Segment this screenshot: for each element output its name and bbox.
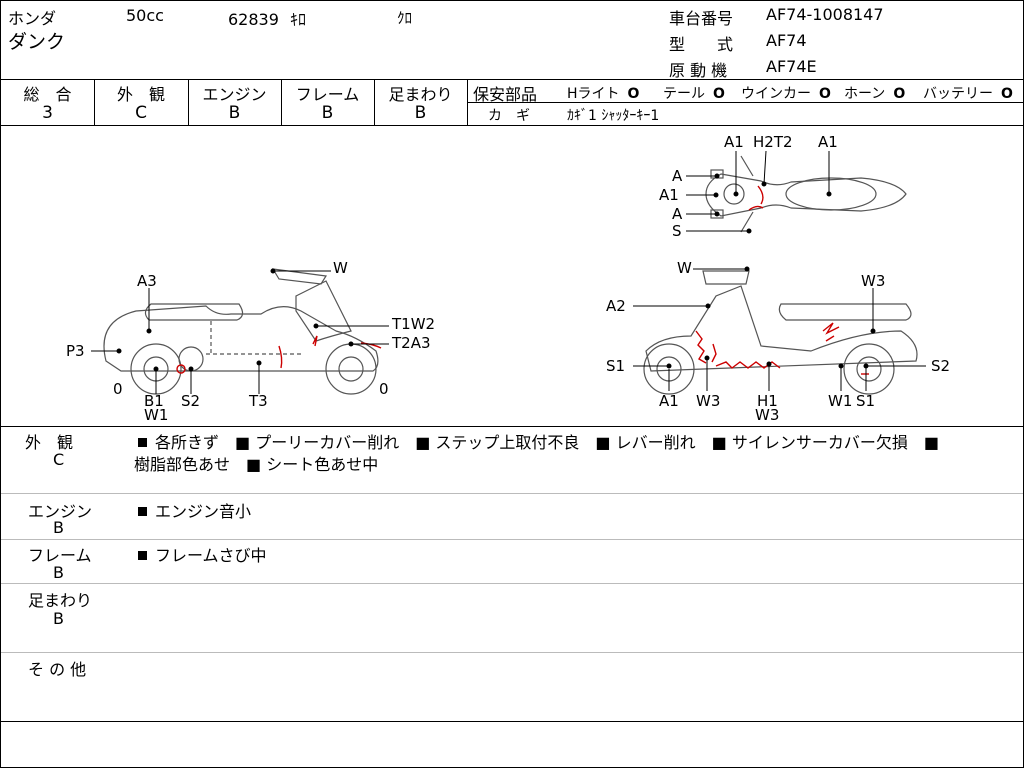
remarks-other-label: そ の 他: [28, 660, 87, 679]
label-left-s2: S2: [181, 392, 200, 410]
remarks-exterior-line2: 樹脂部色あせ ■ シート色あせ中: [134, 455, 379, 474]
label-top-a-lower: A: [672, 205, 683, 223]
overall-grade: 3: [42, 103, 53, 123]
label-top-a1-left: A1: [724, 133, 744, 151]
label-top-h2t2: H2T2: [753, 133, 793, 151]
label-left-p3: P3: [66, 342, 85, 360]
mileage-value: 62839: [228, 10, 279, 29]
remarks-engine-label: エンジン: [28, 502, 93, 521]
engine-code-label: 原 動 機: [669, 61, 728, 80]
frame-grade: B: [321, 103, 334, 123]
label-left-t1w2: T1W2: [391, 315, 435, 333]
label-top-a1-right: A1: [818, 133, 838, 151]
label-right-a1: A1: [659, 392, 679, 410]
divider: [1, 125, 1023, 126]
damage-marks-top: [748, 185, 764, 211]
remarks-exterior-label: 外 観: [25, 433, 74, 452]
label-left-t3: T3: [248, 392, 268, 410]
mileage: 62839 ｷﾛ: [228, 6, 306, 30]
label-left-w: W: [333, 259, 348, 277]
label-right-s2: S2: [931, 357, 950, 375]
remarks-frame-text: フレームさび中: [138, 542, 267, 566]
damage-diagram: W A3 T1W2 T2A3 P3 0 B1 W1 S2 T3 0 A1 H2T…: [66, 133, 950, 424]
remarks-suspension-label: 足まわり: [28, 591, 93, 610]
displacement: 50cc: [126, 6, 164, 25]
model-code: AF74: [766, 31, 807, 50]
remarks-engine-text: エンジン音小: [138, 498, 251, 522]
label-left-a3: A3: [137, 272, 157, 290]
frame-no-label: 車台番号: [669, 9, 734, 28]
scooter-top-outline: [705, 155, 907, 233]
remarks-frame-grade: B: [53, 563, 64, 582]
model-name: ダンク: [8, 31, 66, 53]
label-right-w3-lower: W3: [755, 406, 779, 424]
label-right-w1: W1: [828, 392, 852, 410]
suspension-grade: B: [414, 103, 427, 123]
damage-marks-left: [176, 335, 382, 374]
key-label: カ ギ: [488, 108, 530, 124]
label-right-s1-front: S1: [606, 357, 625, 375]
label-right-w3: W3: [696, 392, 720, 410]
engine-grade: B: [228, 103, 241, 123]
model-code-label: 型 式: [669, 35, 734, 54]
remarks-engine-grade: B: [53, 518, 64, 537]
suspension-label: 足まわり: [388, 85, 453, 104]
maker: ホンダ: [8, 9, 57, 28]
overall-label: 総 合: [23, 85, 72, 104]
remarks-suspension-grade: B: [53, 609, 64, 628]
label-left-zero-front: 0: [113, 380, 123, 398]
label-left-w1: W1: [144, 406, 168, 424]
frame-label: フレーム: [295, 85, 360, 104]
label-right-w: W: [677, 259, 692, 277]
remarks-frame-label: フレーム: [28, 546, 92, 565]
label-right-a2: A2: [606, 297, 626, 315]
label-top-s: S: [672, 222, 682, 240]
exterior-grade: C: [135, 103, 147, 123]
label-right-w3-top: W3: [861, 272, 885, 290]
label-top-a-upper: A: [672, 167, 683, 185]
remarks-exterior-grade: C: [53, 450, 65, 469]
label-left-zero-rear: 0: [379, 380, 389, 398]
diagram-labels: W A3 T1W2 T2A3 P3 0 B1 W1 S2 T3 0 A1 H2T…: [66, 133, 950, 424]
color: ｸﾛ: [397, 9, 413, 27]
mileage-unit: ｷﾛ: [290, 10, 307, 29]
frame-no: AF74-1008147: [766, 5, 884, 24]
remarks-exterior-line1: 各所きず ■ プーリーカバー削れ ■ ステップ上取付不良 ■ レバー削れ ■ サ…: [138, 429, 939, 453]
leader-lines: [91, 150, 926, 394]
exterior-label: 外 観: [116, 85, 165, 104]
label-top-a1-mid: A1: [659, 186, 679, 204]
label-left-t2a3: T2A3: [391, 334, 431, 352]
label-right-h1: H1: [757, 392, 778, 410]
engine-code: AF74E: [766, 57, 817, 76]
key-value: ｶｷﾞ1 ｼｬｯﾀｰｷｰ1: [567, 108, 660, 124]
label-left-b1: B1: [144, 392, 164, 410]
divider: [1, 79, 1023, 80]
safety-label: 保安部品: [473, 85, 538, 104]
label-right-s1-rear: S1: [856, 392, 875, 410]
engine-label: エンジン: [202, 85, 267, 104]
